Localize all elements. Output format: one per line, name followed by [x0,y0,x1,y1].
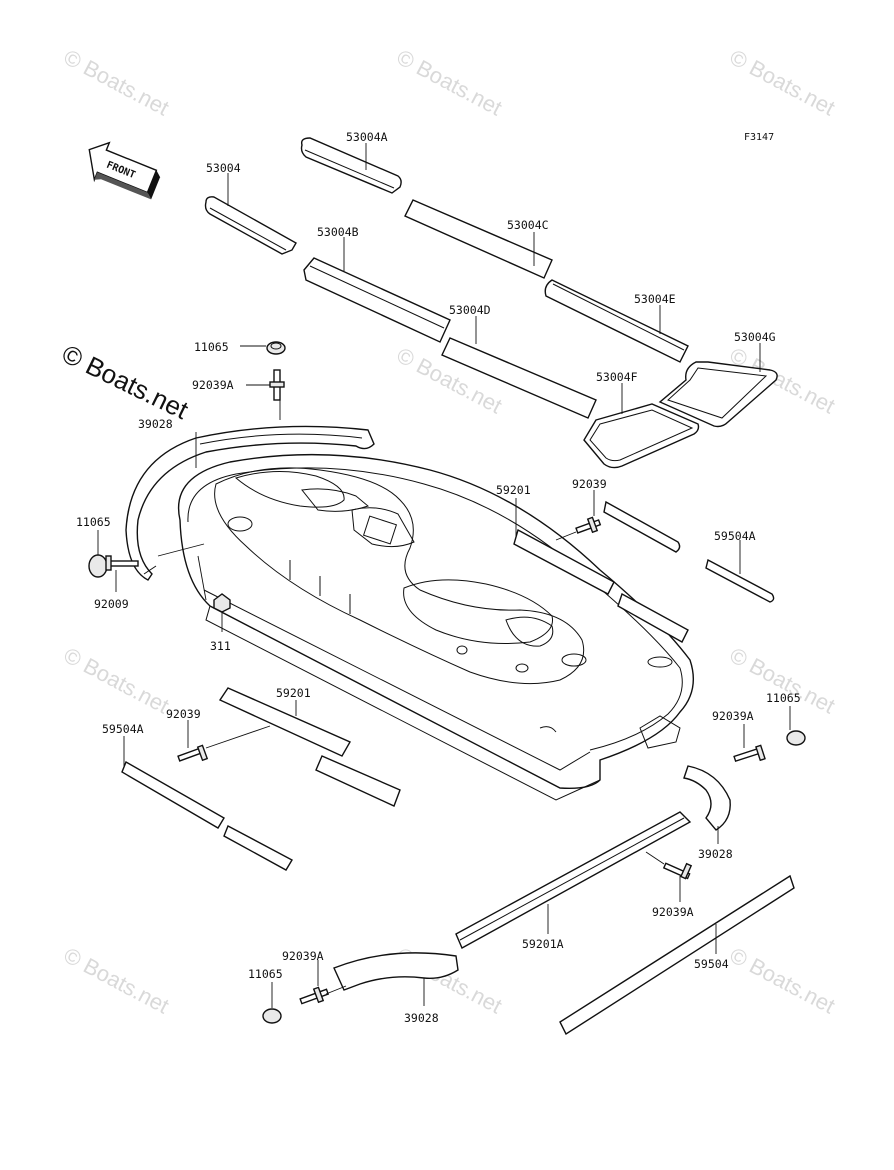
watermark: © Boats.net [60,642,174,718]
part-label: 11065 [76,515,111,529]
bumper-39028-top: 39028 [125,417,375,601]
part-label: 59504 [694,957,729,971]
watermark: © Boats.net [726,44,840,120]
strip-59201-left: 59201 [218,686,401,807]
part-label: 311 [210,639,231,653]
hull [178,453,694,801]
part-label: 92039 [572,477,607,491]
part-label: 53004F [596,370,638,384]
watermark: © Boats.net [726,642,840,718]
part-label: 53004A [346,130,388,144]
fastener-92039A-top: 92039A [192,369,285,420]
strip-59201-right: 59201 [496,483,689,643]
figure-code: F3147 [744,132,774,143]
part-label: 11065 [248,967,283,981]
part-label: 92009 [94,597,129,611]
part-label: 53004G [734,330,776,344]
fastener-92039A-mid: 92039A [645,851,694,919]
part-label: 92039A [282,949,324,963]
strip-59504A-right: 59504A [603,500,775,603]
fastener-11065-left: 11065 [76,515,111,578]
watermark: © Boats.net [60,44,174,120]
fastener-92009: 92009 [94,555,139,611]
fastener-92039-right: 92039 [555,477,607,541]
strip-59504A-left: 59504A [102,722,293,871]
part-label: 92039A [192,378,234,392]
fastener-92039A-right: 92039A [712,709,766,763]
mat-53004: 53004 [204,161,297,255]
fastener-11065-top: 11065 [194,340,286,355]
overlay-watermark: © Boats.net [57,338,193,425]
watermark: © Boats.net [393,44,507,120]
fastener-11065-right: 11065 [766,691,806,746]
part-label: 59201 [496,483,531,497]
front-arrow-icon: FRONT [88,141,161,200]
mat-53004D: 53004D [441,303,597,419]
part-label: 53004E [634,292,676,306]
part-label: 92039A [712,709,754,723]
strip-59201A: 59201A [455,811,692,951]
part-label: 53004B [317,225,359,239]
part-label: 92039 [166,707,201,721]
mat-53004A: 53004A [300,130,402,194]
watermark: © Boats.net [726,942,840,1018]
strip-59504: 59504 [559,874,795,1036]
mat-53004E: 53004E [544,279,689,363]
part-label: 59504A [102,722,144,736]
mat-53004G: 53004G [658,330,778,428]
part-label: 11065 [194,340,229,354]
nut-311: 311 [210,593,231,653]
part-label: 39028 [698,847,733,861]
bumper-39028-right: 39028 [683,765,733,861]
part-label: 59201A [522,937,564,951]
part-label: 39028 [404,1011,439,1025]
fastener-11065-bottom: 11065 [248,967,283,1024]
part-label: 53004C [507,218,549,232]
part-label: 53004D [449,303,491,317]
part-label: 92039A [652,905,694,919]
bumper-39028-bottom: 39028 [333,952,459,1025]
fastener-92039-left: 92039 [166,707,271,762]
part-label: 59504A [714,529,756,543]
mat-53004F: 53004F [583,370,700,469]
part-label: 53004 [206,161,241,175]
mat-53004C: 53004C [404,199,553,279]
fastener-92039A-bottom: 92039A [282,949,347,1005]
part-label: 11065 [766,691,801,705]
part-label: 39028 [138,417,173,431]
part-label: 59201 [276,686,311,700]
mat-53004B: 53004B [303,225,451,343]
watermark: © Boats.net [60,942,174,1018]
